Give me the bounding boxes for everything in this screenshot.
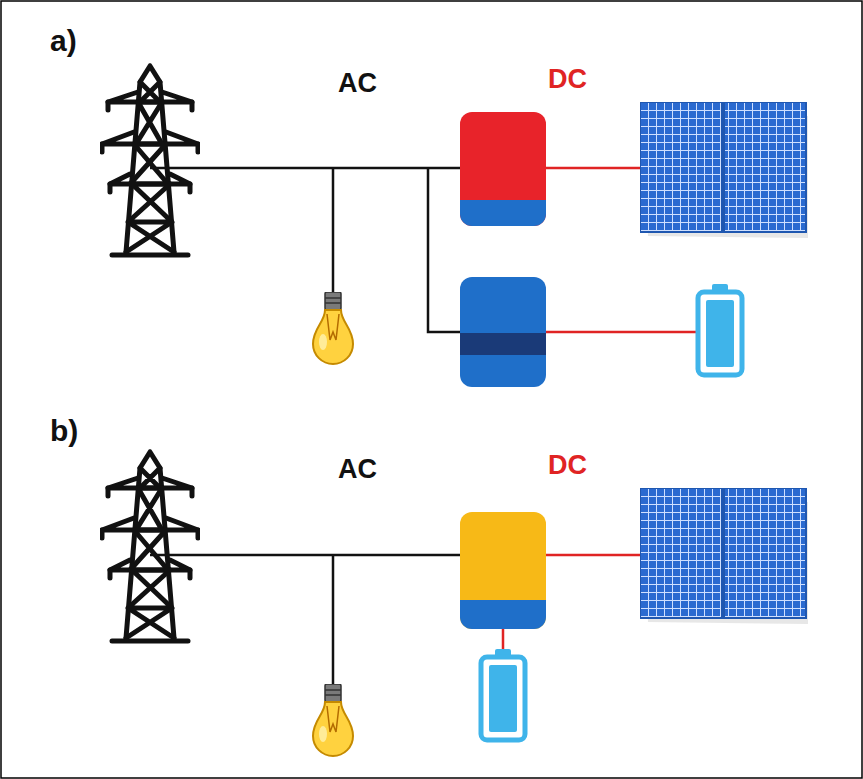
system-b: [102, 452, 808, 756]
pylon: [102, 452, 198, 641]
hybrid-inverter: [460, 512, 546, 629]
bulb: [313, 292, 353, 364]
dc-label: DC: [548, 66, 587, 93]
solar-panels: [640, 102, 808, 238]
battery: [698, 284, 742, 375]
ac-label: AC: [338, 70, 377, 97]
panel-letter: b): [50, 416, 78, 446]
ac-label: AC: [338, 456, 377, 483]
pylon: [102, 66, 198, 255]
ac-wire: [150, 555, 462, 690]
dc-label: DC: [548, 452, 587, 479]
battery: [481, 649, 525, 740]
battery-inverter: [460, 277, 546, 387]
bulb: [313, 684, 353, 756]
panel-letter: a): [50, 26, 77, 56]
solar-panels: [640, 488, 808, 624]
system-a: [102, 66, 808, 387]
ac-wire: [150, 168, 462, 332]
pv-inverter: [460, 112, 546, 226]
